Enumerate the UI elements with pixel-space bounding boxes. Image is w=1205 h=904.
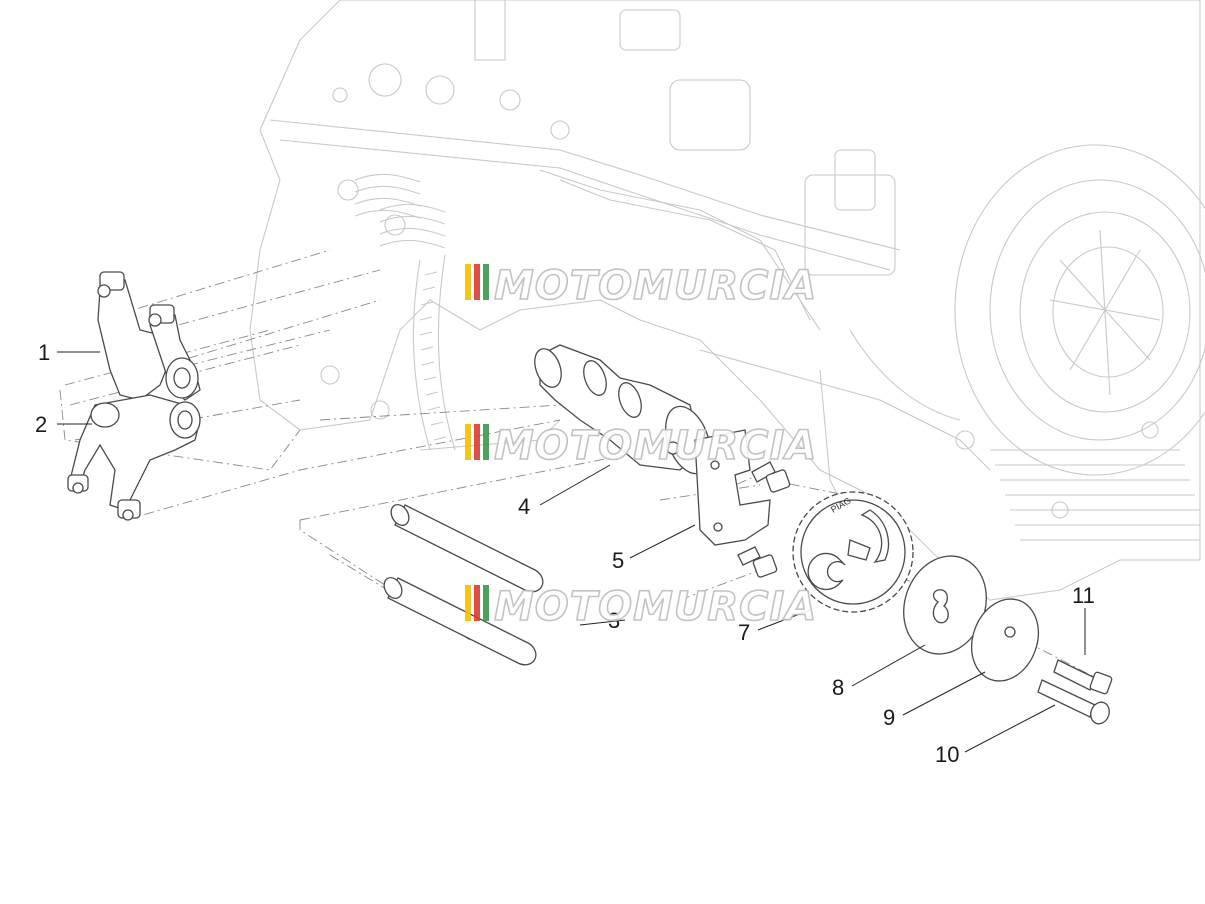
watermark-stripe-yellow xyxy=(465,264,471,300)
callout-5: 5 xyxy=(612,548,624,573)
callout-10: 10 xyxy=(935,742,959,767)
valve-springs xyxy=(320,173,446,420)
camshaft-sprocket: PIAG xyxy=(792,491,914,613)
cam-chain xyxy=(412,254,561,451)
callout-11: 11 xyxy=(1072,583,1095,608)
callout-4: 4 xyxy=(518,494,530,519)
watermark-stripe-green xyxy=(483,585,489,621)
callout-2: 2 xyxy=(35,412,47,437)
cooling-fins xyxy=(990,449,1200,541)
engine-background xyxy=(249,0,1205,601)
rocker-shaft-lower xyxy=(383,577,537,666)
watermark-text: MOTOMURCIA xyxy=(494,423,817,469)
sprocket-washer xyxy=(903,555,987,655)
plate-bolt-lower xyxy=(737,546,778,578)
callout-3: 3 xyxy=(608,608,620,633)
flange-bolt xyxy=(1053,659,1113,695)
callout-labels: 1 2 3 4 5 7 8 9 10 11 xyxy=(35,340,1095,767)
watermark-stripe-green xyxy=(483,424,489,460)
cover-disc xyxy=(971,598,1039,682)
watermark-stripe-red xyxy=(474,424,480,460)
socket-screw xyxy=(1037,679,1110,725)
watermark-stripe-green xyxy=(483,264,489,300)
callout-9: 9 xyxy=(883,705,895,730)
callout-7: 7 xyxy=(738,620,750,645)
watermark-text: MOTOMURCIA xyxy=(494,584,817,630)
watermark-stripe-red xyxy=(474,585,480,621)
watermark-text: MOTOMURCIA xyxy=(494,263,817,309)
watermark-stripe-yellow xyxy=(465,424,471,460)
plate-bolt-upper xyxy=(751,461,791,493)
retaining-plate xyxy=(694,429,771,546)
watermark-bottom: MOTOMURCIA xyxy=(465,583,817,631)
watermark-stripe-yellow xyxy=(465,585,471,621)
rocker-shaft-upper xyxy=(390,504,544,593)
leader-lines xyxy=(57,351,1086,753)
rocker-arm-exhaust xyxy=(67,394,201,521)
watermark-middle: MOTOMURCIA xyxy=(465,422,817,470)
callout-1: 1 xyxy=(38,340,50,365)
rocker-arm-intake xyxy=(97,271,201,401)
callout-8: 8 xyxy=(832,675,844,700)
watermark-top: MOTOMURCIA xyxy=(465,262,817,310)
watermark-stripe-red xyxy=(474,264,480,300)
variator-cover xyxy=(954,144,1205,476)
